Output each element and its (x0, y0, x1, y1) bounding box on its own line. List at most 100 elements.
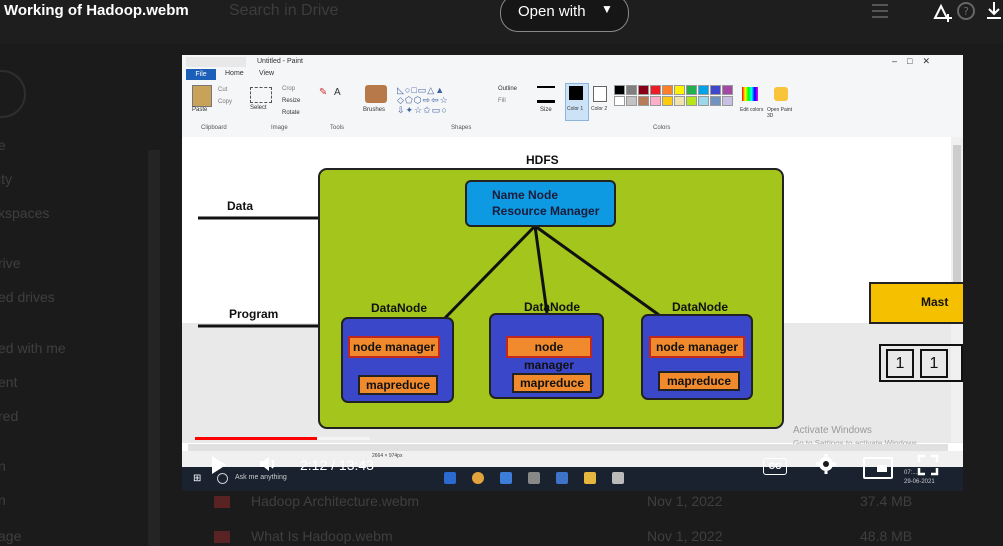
palette-swatch (638, 85, 649, 95)
palette-swatch (626, 85, 637, 95)
file-row-name[interactable]: What Is Hadoop.webm (251, 528, 393, 544)
hdfs-label: HDFS (526, 153, 559, 167)
video-file-icon (214, 531, 230, 543)
brushes-icon (365, 85, 387, 103)
sidebar-item-spam[interactable]: n (0, 458, 6, 474)
paint-tab-file: File (186, 69, 216, 80)
sidebar-item-home[interactable]: e (0, 137, 6, 153)
color2-label: Color 2 (591, 106, 608, 112)
download-icon[interactable] (982, 0, 1003, 24)
select-icon (250, 87, 272, 103)
open-with-label: Open with (518, 3, 586, 20)
fill-label: Fill (498, 98, 506, 104)
captions-button[interactable]: CC (763, 458, 787, 475)
master-label: Mast (921, 295, 949, 309)
mail-icon (612, 472, 624, 484)
sidebar-item-workspaces[interactable]: kspaces (0, 205, 50, 221)
file-row-size: 37.4 MB (860, 493, 913, 509)
open-with-button[interactable]: Open with ▼ (500, 0, 629, 32)
sidebar-item-shared-drives[interactable]: ed drives (0, 289, 55, 305)
windows-start-icon: ⊞ (193, 473, 202, 484)
settings-gear-icon[interactable] (815, 453, 837, 481)
diagram-connectors (198, 216, 660, 328)
slot-container (879, 344, 963, 382)
timecode: 2:12 / 13:43 (300, 457, 374, 473)
filter-icon[interactable] (868, 0, 892, 24)
canvas-size-readout: 2664 × 974px (372, 453, 403, 459)
node-manager-box: node manager (348, 336, 440, 358)
search-input[interactable]: Search in Drive (229, 2, 339, 19)
color-palette (614, 85, 742, 121)
file-row-size: 48.8 MB (860, 528, 913, 544)
palette-swatch (662, 85, 673, 95)
cut-label: Cut (218, 87, 228, 93)
sidebar-item-my-drive[interactable]: rive (0, 255, 21, 271)
taskbar-search: Ask me anything (235, 474, 287, 481)
datanode-label: DataNode (371, 301, 428, 315)
size-label: Size (540, 107, 552, 113)
miniplayer-icon[interactable] (863, 457, 893, 479)
palette-swatch (626, 96, 637, 106)
sidebar-item-starred[interactable]: red (0, 408, 19, 424)
master-box (869, 282, 963, 324)
pencil-icon: ✎ (319, 87, 328, 98)
group-label-shapes: Shapes (451, 125, 472, 131)
sidebar-divider (148, 150, 160, 546)
paint-quick-access-toolbar (186, 57, 246, 67)
sidebar-item-trash[interactable]: n (0, 492, 6, 508)
sidebar-item-recent[interactable]: ent (0, 374, 18, 390)
activate-windows-hint: Go to Settings to activate Windows. (793, 439, 919, 448)
sidebar-item-shared-with-me[interactable]: ed with me (0, 340, 66, 356)
group-label-image: Image (271, 125, 288, 131)
sidebar-item-storage[interactable]: age (0, 528, 22, 544)
windows-taskbar (182, 467, 963, 491)
palette-swatch (638, 96, 649, 106)
name-node-label: Name Node (492, 188, 559, 202)
palette-swatch (650, 85, 661, 95)
sidebar-new-button[interactable] (0, 70, 26, 118)
sidebar-item-activity[interactable]: ity (0, 171, 12, 187)
help-icon[interactable]: ? (954, 0, 978, 24)
file-row-date: Nov 1, 2022 (647, 528, 723, 544)
taskbar-clock: 07:... 29-06-2021 (904, 469, 935, 487)
mapreduce-box: mapreduce (358, 375, 438, 395)
video-file-icon (214, 496, 230, 508)
copy-label: Copy (218, 99, 233, 105)
miniplayer-inner (877, 465, 887, 472)
palette-swatch (674, 96, 685, 106)
paint3d-icon (774, 87, 788, 101)
rotate-label: Rotate (282, 110, 300, 116)
datanode-label: DataNode (672, 300, 729, 314)
size-icon (537, 86, 555, 103)
progress-bar[interactable] (195, 437, 317, 440)
text-tool-icon: A (334, 87, 341, 98)
paint-scroll-thumb (953, 145, 961, 295)
add-to-drive-icon[interactable] (931, 0, 955, 24)
paint-tab-home: Home (225, 70, 244, 77)
select-label: Select (250, 105, 267, 111)
chevron-down-icon: ▼ (601, 2, 613, 16)
edge-icon (444, 472, 456, 484)
file-row-date: Nov 1, 2022 (647, 493, 723, 509)
group-label-tools: Tools (330, 125, 345, 131)
cortana-icon (217, 473, 228, 484)
fullscreen-icon[interactable] (917, 454, 939, 476)
volume-icon[interactable] (258, 454, 280, 479)
open-paint3d-label: Open Paint 3D (767, 107, 793, 119)
paint-status-bar (182, 451, 963, 467)
video-player[interactable]: Untitled - Paint –□✕ File Home View Past… (182, 55, 963, 491)
app-icon (556, 472, 568, 484)
file-row-name[interactable]: Hadoop Architecture.webm (251, 493, 420, 509)
palette-swatch (662, 96, 673, 106)
program-label: Program (229, 307, 279, 321)
crop-label: Crop (282, 86, 296, 92)
color1-swatch (569, 86, 583, 100)
file-title: Working of Hadoop.webm (4, 2, 189, 19)
palette-swatch (722, 96, 733, 106)
palette-swatch (710, 96, 721, 106)
mapreduce-box: mapreduce (658, 371, 740, 391)
data-label: Data (227, 199, 254, 213)
palette-swatch (722, 85, 733, 95)
window-controls: –□✕ (892, 56, 940, 66)
play-icon[interactable] (212, 456, 226, 474)
